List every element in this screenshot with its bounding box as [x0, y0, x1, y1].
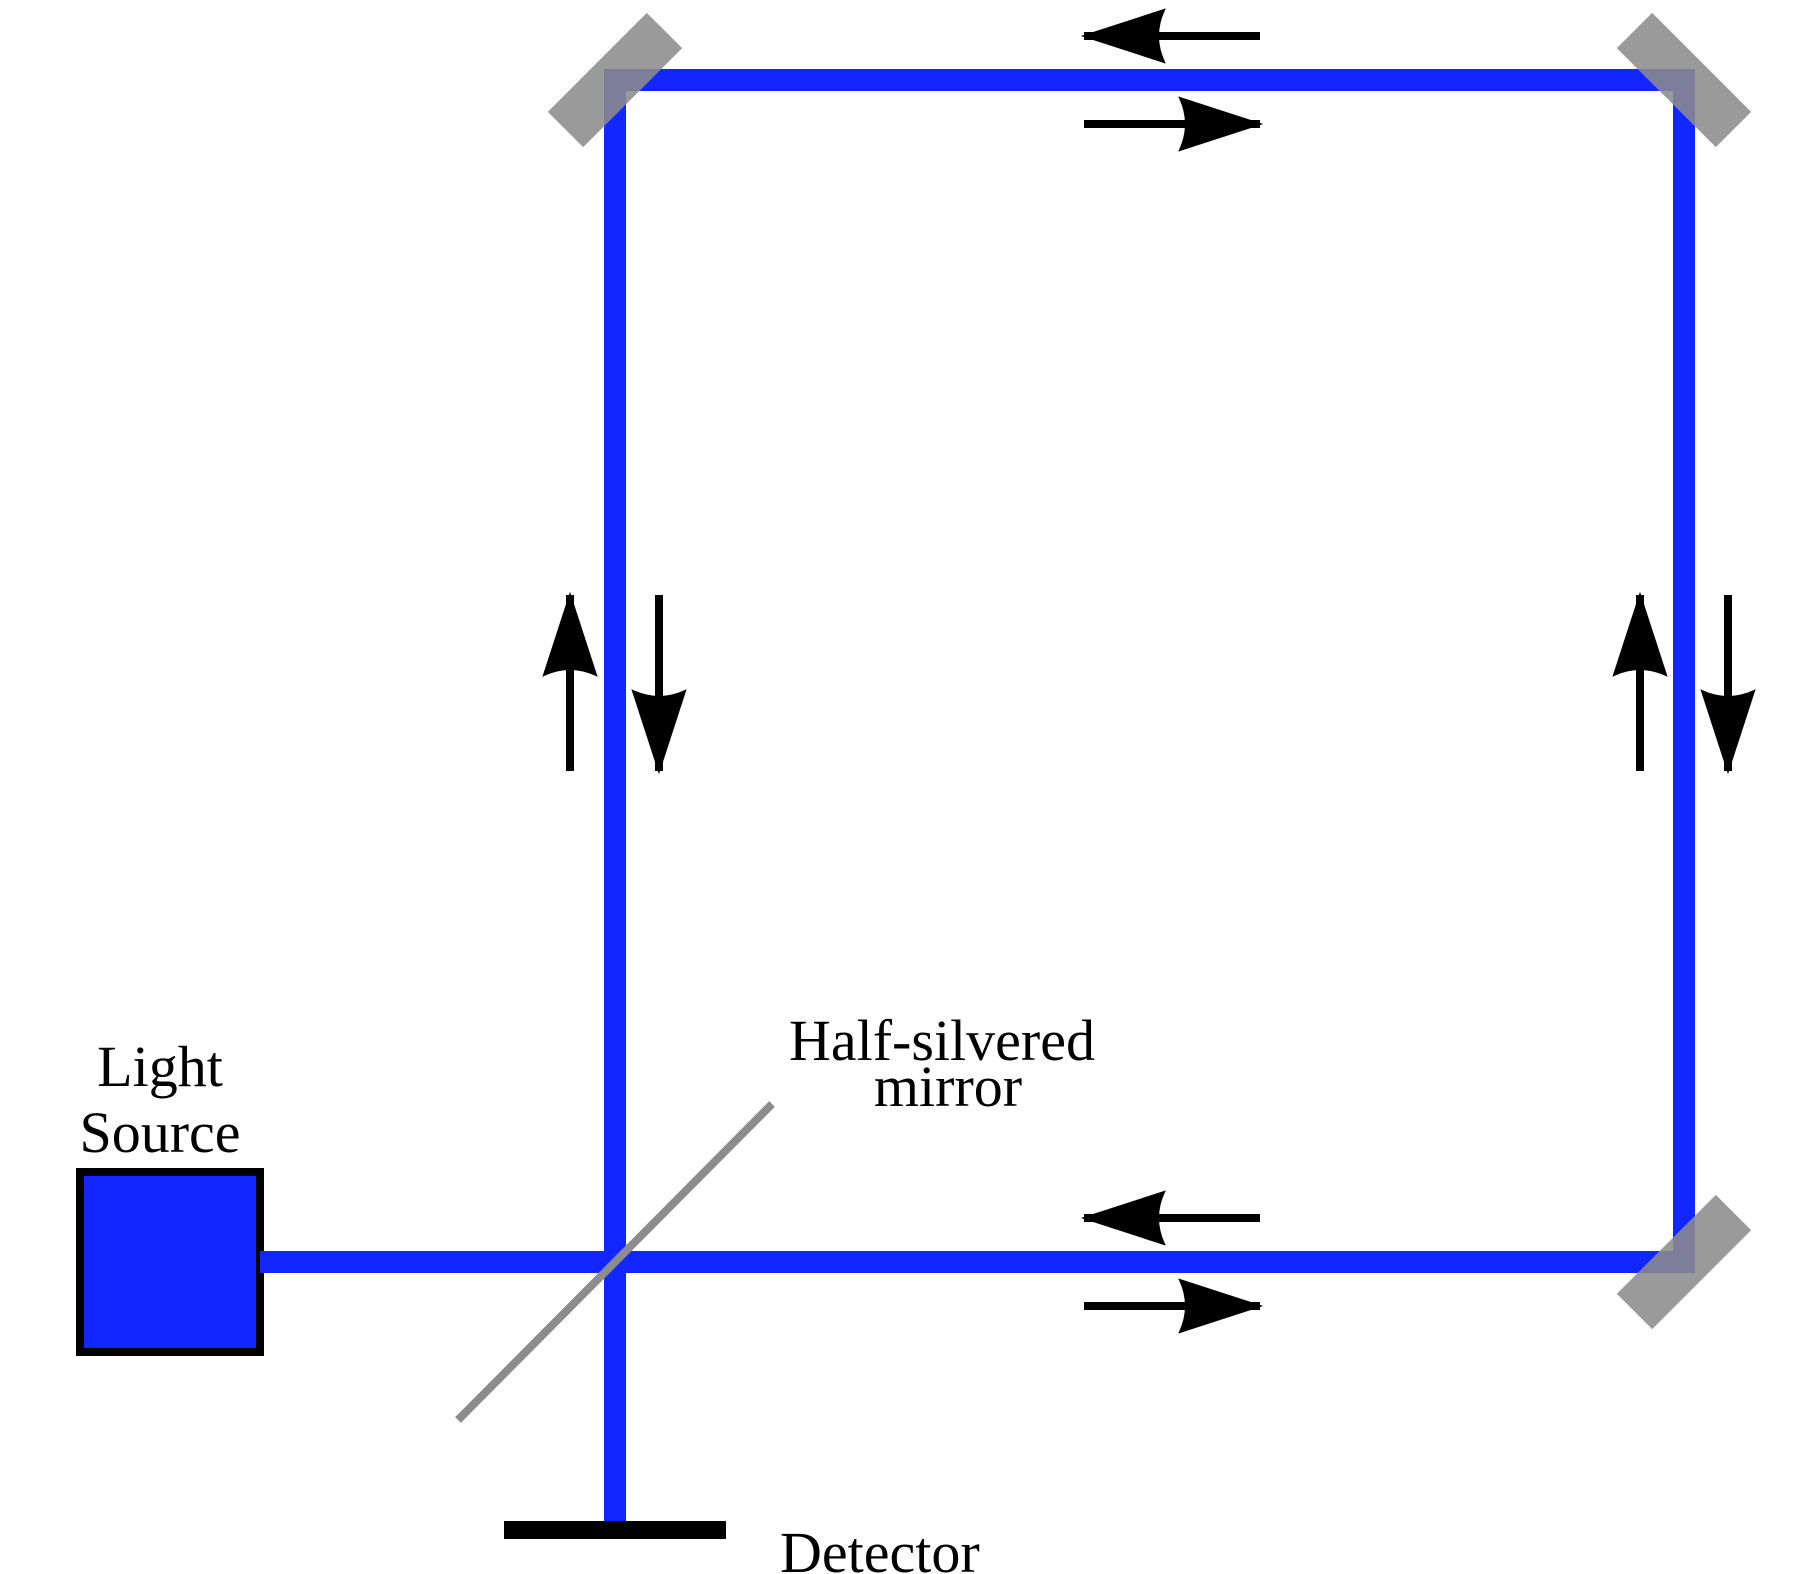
arrow-right-down-pointing — [1700, 595, 1756, 775]
arrow-left-down-pointing — [631, 595, 687, 775]
arrow-left-up-pointing — [542, 591, 598, 771]
mirror-top-right — [1616, 12, 1752, 148]
light-source-label-line2: Source — [79, 1100, 240, 1165]
half-silvered-mirror — [455, 1101, 775, 1423]
mirror-top-left — [547, 12, 683, 148]
direction-arrows — [542, 8, 1756, 1334]
arrow-top-right-pointing — [1084, 96, 1264, 152]
mirror-bottom-right — [1616, 1194, 1752, 1330]
beam-paths — [260, 69, 1695, 1525]
detector-label: Detector — [780, 1520, 980, 1574]
half-silvered-mirror-label-line1: Half-silvered — [789, 1008, 1095, 1073]
light-source-label-line1: Light — [97, 1034, 223, 1099]
arrow-top-left-pointing — [1080, 8, 1260, 64]
arrow-right-up-pointing — [1612, 591, 1668, 771]
arrow-bottom-right-pointing — [1084, 1278, 1264, 1334]
half-silvered-mirror-label-line2: mirror — [874, 1054, 1022, 1119]
corner-mirrors — [547, 12, 1752, 1330]
light-source-box — [76, 1168, 264, 1356]
arrow-bottom-left-pointing — [1080, 1190, 1260, 1246]
